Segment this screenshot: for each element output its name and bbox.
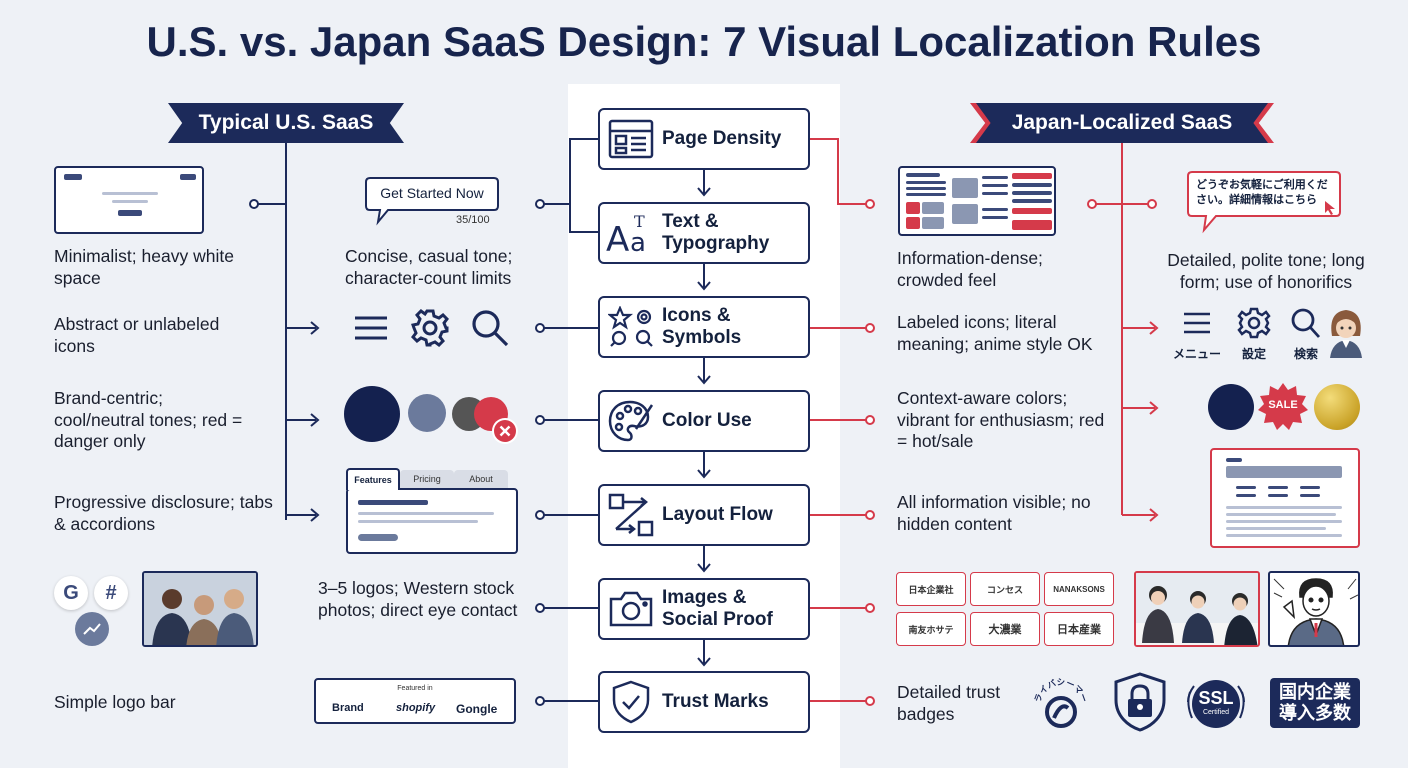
client-logo: 日本企業社 xyxy=(896,572,966,606)
rule-label: Color Use xyxy=(662,410,752,431)
privacy-mark-badge: プライバシーマーク xyxy=(1026,664,1092,734)
danger-x-icon xyxy=(492,418,518,444)
client-logo: 日本産業 xyxy=(1044,612,1114,646)
cta-speech-bubble: Get Started Now xyxy=(364,176,500,226)
featured-in-label: Featured in xyxy=(397,685,433,692)
client-logo: コンセス xyxy=(970,572,1040,606)
us-icons-text: Abstract or unlabeled icons xyxy=(54,314,220,356)
layout-flow-icon xyxy=(600,486,662,544)
polite-bubble-text: どうぞお気軽にご利用ください。詳細情報はこちら xyxy=(1196,179,1328,206)
jp-banner: Japan-Localized SaaS xyxy=(976,103,1268,143)
gongle-logo: Gongle xyxy=(456,702,498,716)
labeled-gear-icon: 設定 xyxy=(1234,306,1274,362)
minimal-page-thumbnail xyxy=(54,166,204,234)
rule-icons-symbols: Icons & Symbols xyxy=(598,296,810,358)
hamburger-menu-icon xyxy=(352,310,390,351)
sale-badge: SALE xyxy=(1258,382,1308,432)
rule-label: Images & Social Proof xyxy=(662,587,773,630)
char-count: 35/100 xyxy=(456,214,490,226)
page-layout-icon xyxy=(600,110,662,168)
client-logo: NANAKSONS xyxy=(1044,572,1114,606)
us-color-text: Brand-centric; cool/neutral tones; red =… xyxy=(54,388,243,451)
tab-about[interactable]: About xyxy=(454,470,508,488)
svg-text:A: A xyxy=(606,220,629,255)
palette-icon xyxy=(600,392,662,450)
anime-business-illustration xyxy=(1268,571,1360,647)
rule-page-density: Page Density xyxy=(598,108,810,170)
icons-symbols-icon xyxy=(600,298,662,356)
ssl-certified-badge: SSL Certified xyxy=(1182,674,1250,734)
rule-layout-flow: Layout Flow xyxy=(598,484,810,546)
adoption-badge: 国内企業 導入多数 xyxy=(1270,678,1360,728)
certified-label: Certified xyxy=(1202,709,1230,716)
cursor-icon xyxy=(1325,201,1335,215)
polite-speech-bubble: どうぞお気軽にご利用ください。詳細情報はこちら xyxy=(1186,170,1346,236)
us-layout-text: Progressive disclosure; tabs & accordion… xyxy=(54,492,273,534)
slack-logo-icon: # xyxy=(94,576,128,610)
page-title: U.S. vs. Japan SaaS Design: 7 Visual Loc… xyxy=(146,18,1262,65)
jp-navy-swatch xyxy=(1208,384,1254,430)
settings-label: 設定 xyxy=(1241,347,1266,361)
rule-label: Page Density xyxy=(662,128,782,149)
menu-label: メニュー xyxy=(1172,347,1221,361)
camera-icon xyxy=(600,580,662,638)
padlock-icon xyxy=(1112,672,1168,732)
labeled-menu-icon: メニュー xyxy=(1170,308,1224,362)
all-visible-page-thumbnail xyxy=(1210,448,1360,548)
google-logo-icon: G xyxy=(54,576,88,610)
sale-label: SALE xyxy=(1268,399,1298,411)
tabbed-panel: Features Pricing About xyxy=(346,468,518,554)
tab-pricing[interactable]: Pricing xyxy=(400,470,454,488)
cta-button-text: Get Started Now xyxy=(380,185,484,201)
ssl-label: SSL xyxy=(1198,688,1234,708)
jp-tone-text: Detailed, polite tone; long form; use of… xyxy=(1167,250,1365,292)
brand-logo: Brand xyxy=(332,702,364,714)
rule-color-use: Color Use xyxy=(598,390,810,452)
chart-logo-icon xyxy=(75,612,109,646)
us-images-text: 3–5 logos; Western stock photos; direct … xyxy=(318,578,518,620)
shopify-logo: shopify xyxy=(396,702,436,714)
search-icon xyxy=(470,308,510,353)
navy-swatch xyxy=(344,386,400,442)
japanese-business-photo xyxy=(1134,571,1260,647)
us-tone-text: Concise, casual tone; character-count li… xyxy=(345,246,513,288)
adoption-line-1: 国内企業 xyxy=(1279,682,1351,702)
tab-content xyxy=(346,488,518,554)
labeled-search-icon: 検索 xyxy=(1286,306,1326,362)
svg-text:a: a xyxy=(630,228,646,255)
client-logo: 南友ホサテ xyxy=(896,612,966,646)
rule-label: Trust Marks xyxy=(662,691,769,712)
anime-avatar-icon xyxy=(1326,306,1366,363)
gear-icon xyxy=(410,308,450,353)
rule-trust-marks: Trust Marks xyxy=(598,671,810,733)
tab-features[interactable]: Features xyxy=(346,468,400,490)
rule-label: Icons & Symbols xyxy=(662,305,742,348)
search-label: 検索 xyxy=(1293,347,1318,361)
shield-check-icon xyxy=(600,673,662,731)
client-logo: 大濃業 xyxy=(970,612,1040,646)
rule-images-social-proof: Images & Social Proof xyxy=(598,578,810,640)
gold-swatch xyxy=(1314,384,1360,430)
jp-icons-text: Labeled icons; literal meaning; anime st… xyxy=(897,312,1093,354)
gray-swatch xyxy=(408,394,446,432)
jp-trust-text: Detailed trust badges xyxy=(897,682,1001,724)
us-density-text: Minimalist; heavy white space xyxy=(54,246,234,288)
dense-page-thumbnail xyxy=(898,166,1056,236)
us-trust-text: Simple logo bar xyxy=(54,692,176,712)
adoption-line-2: 導入多数 xyxy=(1279,703,1351,723)
western-stock-photo xyxy=(142,571,258,647)
us-banner: Typical U.S. SaaS xyxy=(168,103,404,143)
svg-text:T: T xyxy=(634,212,645,231)
jp-color-text: Context-aware colors; vibrant for enthus… xyxy=(897,388,1105,451)
jp-layout-text: All information visible; no hidden conte… xyxy=(897,492,1091,534)
featured-logo-bar: Featured in Brand shopify Gongle xyxy=(314,678,516,724)
rule-label: Text & Typography xyxy=(662,211,770,254)
jp-density-text: Information-dense; crowded feel xyxy=(897,248,1043,290)
rule-label: Layout Flow xyxy=(662,504,773,525)
